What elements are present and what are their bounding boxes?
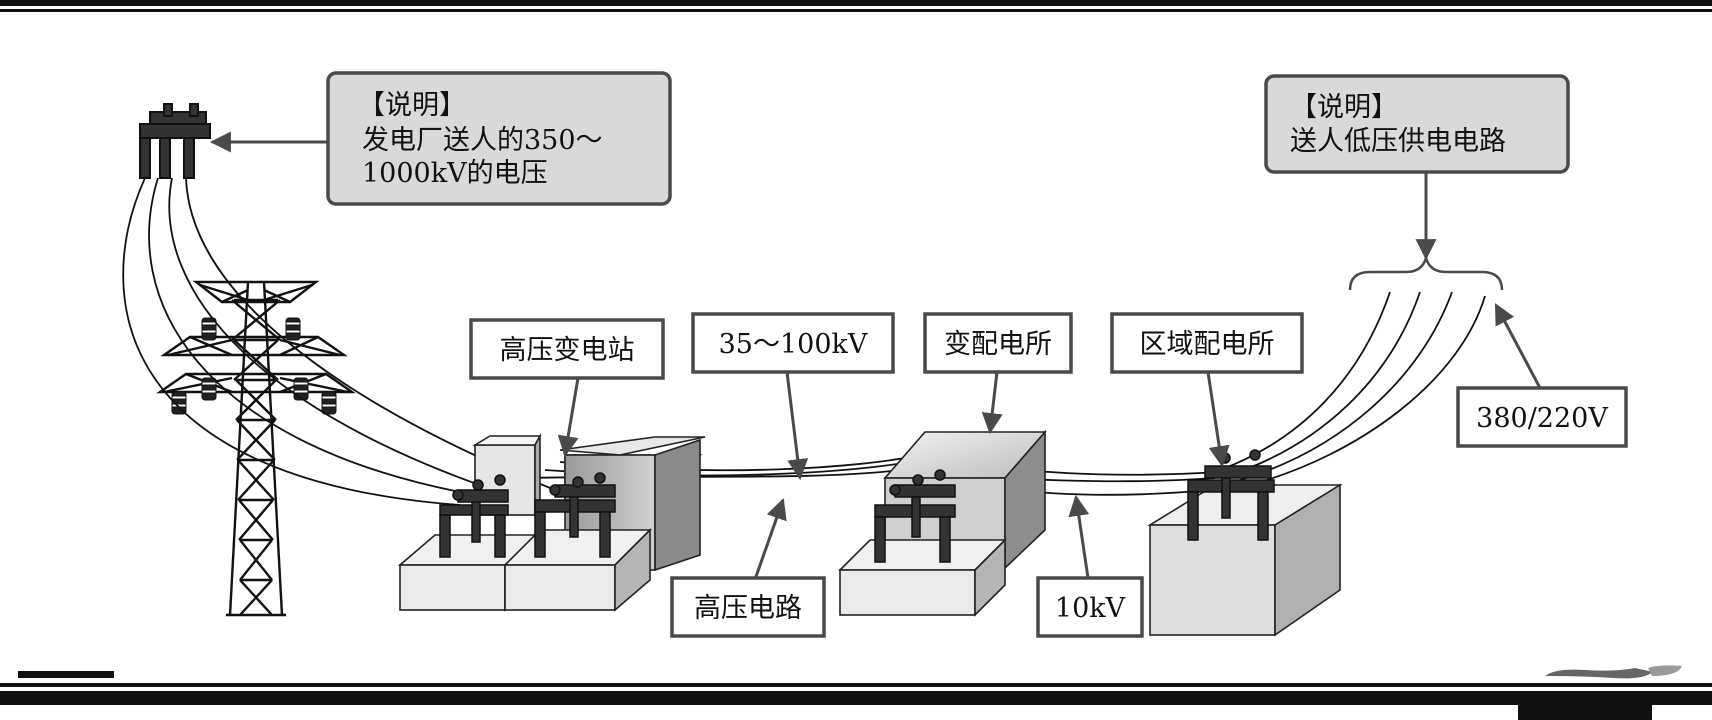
regional-gantry	[1187, 449, 1275, 541]
label-hv-substation-text: 高压变电站	[500, 335, 635, 366]
label-hv-line: 高压电路	[670, 576, 826, 638]
note-source-line2: 1000kV的电压	[362, 158, 548, 189]
label-hv-line-text: 高压电路	[694, 593, 802, 624]
power-lines	[122, 177, 1486, 506]
hv-substation	[397, 432, 706, 612]
curly-brace	[1348, 253, 1504, 291]
label-regional-substation-text: 区域配电所	[1140, 329, 1275, 360]
hv-substation-gantries	[439, 472, 616, 558]
note-lowvoltage-heading: 【说明】	[1290, 92, 1398, 123]
label-distribution-substation: 变配电所	[923, 312, 1073, 374]
regional-substation	[1147, 483, 1343, 637]
label-regional-substation: 区域配电所	[1110, 312, 1304, 374]
label-voltage-380-220-text: 380/220V	[1476, 403, 1608, 434]
label-hv-substation: 高压变电站	[469, 318, 665, 380]
label-voltage-35-100: 35～100kV	[691, 312, 895, 374]
source-gantry	[139, 103, 211, 179]
note-source-heading: 【说明】	[358, 90, 466, 121]
note-source-box: 【说明】 发电厂送人的350～ 1000kV的电压	[326, 71, 672, 206]
label-voltage-380-220: 380/220V	[1456, 386, 1628, 448]
tower-insulators	[171, 317, 337, 415]
label-voltage-10: 10kV	[1036, 576, 1144, 638]
label-voltage-35-100-text: 35～100kV	[719, 329, 868, 360]
pointer-arrows	[209, 131, 1542, 589]
distribution-gantry	[874, 469, 956, 563]
label-voltage-10-text: 10kV	[1055, 593, 1126, 624]
note-source-line1: 发电厂送人的350～	[362, 125, 603, 156]
label-distribution-substation-text: 变配电所	[944, 329, 1052, 360]
transmission-tower	[156, 280, 356, 617]
note-lowvoltage-box: 【说明】 送人低压供电电路	[1264, 74, 1570, 174]
note-lowvoltage-line1: 送人低压供电电路	[1290, 126, 1506, 157]
